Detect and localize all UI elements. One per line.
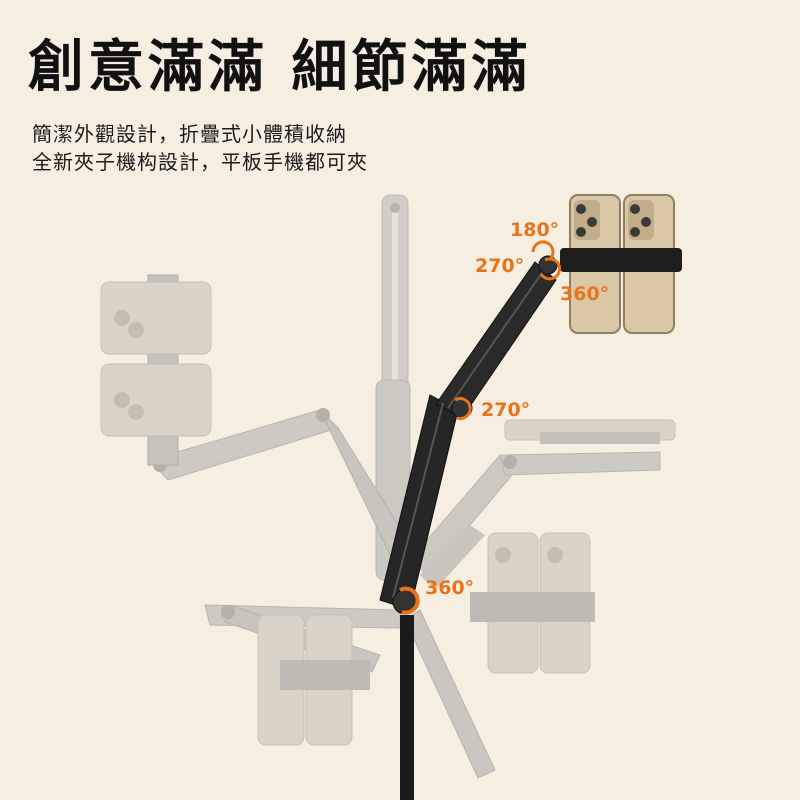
rotate-arrow-icon — [539, 257, 562, 281]
clamped-phones — [560, 194, 682, 334]
label-bottom-360: 360° — [425, 577, 474, 599]
phone-clamp — [560, 248, 682, 272]
ghost-right-lower-phones — [420, 525, 595, 674]
subtitle-line-2: 全新夾子機构設計，平板手機都可夾 — [32, 150, 368, 174]
ghost-lower-diagonal — [404, 609, 496, 779]
label-top-180: 180° — [510, 219, 559, 241]
ghost-left-arm — [100, 274, 421, 576]
headline: 創意滿滿 細節滿滿 — [28, 35, 532, 100]
label-top-360: 360° — [560, 283, 609, 305]
ghost-right-arm — [409, 419, 676, 576]
subtitle-line-1: 簡潔外觀設計，折疊式小體積收納 — [32, 122, 347, 146]
label-middle-270: 270° — [481, 399, 530, 421]
rotate-arrow-icon — [531, 240, 555, 259]
rotation-indicators: 180° 270° 360° 270° 360° — [399, 219, 609, 615]
main-stand — [379, 194, 682, 800]
rotate-arrow-icon — [399, 586, 420, 615]
stand-pole — [400, 615, 414, 800]
ghost-bottom-arm — [204, 604, 401, 746]
rotate-arrow-icon — [454, 397, 472, 421]
label-top-270: 270° — [475, 255, 524, 277]
